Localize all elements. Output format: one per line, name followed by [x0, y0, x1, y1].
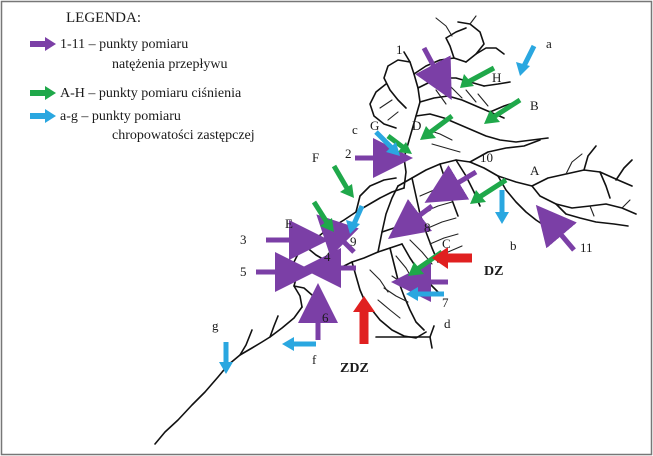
label-flow-4: 4 [324, 249, 331, 264]
pressure-arrow-H [460, 65, 496, 88]
label-pressure-H: H [492, 70, 501, 85]
label-roughness-f: f [312, 352, 317, 367]
label-roughness-c: c [352, 122, 358, 137]
roughness-arrow-e [346, 204, 365, 234]
roughness-arrows [219, 44, 537, 374]
flow-labels: 1 2 3 4 5 6 7 8 9 10 11 [240, 42, 593, 325]
pressure-labels: A B C D E F G H [285, 70, 540, 251]
flow-arrow-1 [415, 46, 452, 101]
flow-arrow-8 [388, 199, 434, 239]
roughness-arrow-f [282, 337, 316, 351]
roughness-arrow-g [219, 342, 233, 374]
legend-item-roughness-line2: chropowatości zastępczej [112, 128, 255, 143]
pressure-arrow-D [420, 114, 454, 140]
legend-item-flow-line2: natężenia przepływu [112, 57, 227, 72]
source-labels: DZ ZDZ [340, 264, 503, 376]
label-pressure-E: E [285, 216, 293, 231]
legend-arrow-pressure [30, 86, 56, 100]
pipe-network [154, 15, 637, 445]
flow-arrow-11 [535, 204, 577, 252]
legend-item-pressure: A-H – punkty pomiaru ciśnienia [60, 86, 242, 101]
label-flow-9: 9 [350, 234, 357, 249]
flow-arrow-9 [316, 214, 359, 257]
label-flow-5: 5 [240, 264, 247, 279]
source-arrows [353, 247, 472, 344]
label-flow-11: 11 [580, 240, 593, 255]
label-pressure-A: A [530, 163, 540, 178]
label-flow-3: 3 [240, 232, 247, 247]
label-roughness-g: g [212, 318, 219, 333]
roughness-arrow-d [406, 287, 444, 301]
pressure-arrow-A [470, 177, 508, 204]
label-flow-1: 1 [396, 42, 403, 57]
roughness-arrow-b [495, 190, 509, 224]
legend-title: LEGENDA: [66, 10, 141, 26]
flow-arrow-10 [424, 165, 478, 203]
label-flow-6: 6 [322, 310, 329, 325]
roughness-arrow-c [374, 130, 400, 156]
label-pressure-B: B [530, 98, 539, 113]
legend-arrow-flow [30, 37, 56, 51]
legend-arrow-roughness [30, 109, 56, 123]
label-source-zdz: ZDZ [340, 361, 369, 376]
roughness-arrow-a [516, 44, 537, 76]
label-roughness-a: a [546, 36, 552, 51]
label-flow-2: 2 [345, 146, 352, 161]
label-flow-7: 7 [442, 295, 449, 310]
pressure-arrows [311, 65, 522, 276]
label-pressure-G: G [370, 118, 379, 133]
label-source-dz: DZ [484, 264, 503, 279]
label-roughness-b: b [510, 238, 517, 253]
source-arrow-dz [432, 247, 472, 269]
pressure-arrow-B [484, 97, 522, 124]
label-flow-10: 10 [480, 150, 493, 165]
legend-item-roughness: a-g – punkty pomiaru [60, 109, 181, 124]
label-pressure-C: C [442, 236, 451, 251]
roughness-labels: a b c d f g [212, 36, 552, 367]
pressure-arrow-E [311, 200, 334, 232]
flow-arrows [256, 46, 577, 340]
label-pressure-F: F [312, 150, 319, 165]
source-arrow-zdz [353, 296, 375, 344]
label-pressure-D: D [412, 118, 421, 133]
label-roughness-d: d [444, 316, 451, 331]
legend-item-flow: 1-11 – punkty pomiaru [60, 37, 188, 52]
legend: LEGENDA: 1-11 – punkty pomiaru natężenia… [30, 10, 255, 143]
pressure-arrow-F [331, 164, 354, 198]
label-flow-8: 8 [424, 220, 431, 235]
